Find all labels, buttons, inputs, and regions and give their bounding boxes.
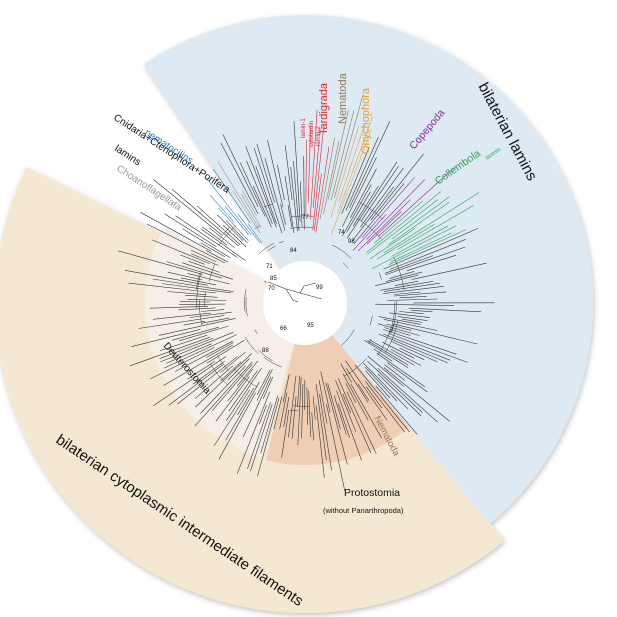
tree-leaf-branches [330,116,373,235]
label-onychophora: Onychophora [360,87,372,154]
tree-leaf-branches [206,168,263,244]
bootstrap-value: 95 [307,323,314,329]
background-sectors [0,15,593,613]
tree-leaf-branches [366,191,480,269]
tree-leaf-branches [118,120,495,491]
bootstrap-value: 85 [270,276,277,282]
bootstrap-value: 98 [348,239,355,245]
bootstrap-value: 66 [280,326,287,332]
bootstrap-value: 99 [316,285,323,291]
bootstrap-value: 71 [266,264,273,270]
label-lamin2: lamin-2 [316,126,322,146]
tree-leaf-branches [305,109,330,233]
tree-backbone [264,281,267,283]
bootstrap-value: 88 [262,348,269,354]
label-choanoflagellata: Choanoflagellata [114,163,183,213]
root-branches [267,281,323,303]
label-protostomia: Protostomia [344,487,400,499]
tree-leaf-branches [217,161,262,234]
label-cnidaria-lamins: lamins [112,143,142,168]
label-lamin1: lamin-1 [301,118,307,138]
label-nematoda-outer: Nematoda [337,72,349,124]
label-cytotardin: cytotardin [309,121,315,147]
bootstrap-value: 84 [290,248,297,254]
tree-root [267,281,323,303]
label-protostomia-note: (without Panarthropoda) [323,506,404,515]
bootstrap-value: 74 [338,230,345,236]
bootstrap-value: 70 [268,286,275,292]
center-hole [263,261,347,345]
sector-bilaterian-lamins [143,15,593,524]
label-tardigrada: Tardigrada [318,82,330,135]
tree-leaf-branches [352,165,457,252]
tree-branches [118,95,495,491]
tree-leaf-branches [319,95,364,220]
bootstrap-value: 77 [302,215,309,221]
